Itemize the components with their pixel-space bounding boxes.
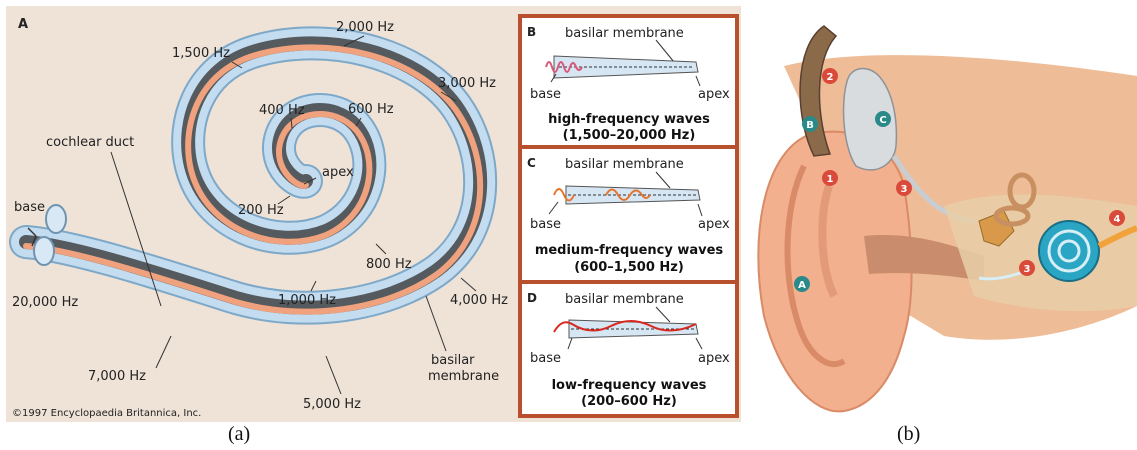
label-5000hz: 5,000 Hz <box>303 397 361 412</box>
label-1000hz: 1,000 Hz <box>278 293 336 308</box>
inset-b-title: high-frequency waves <box>548 112 710 127</box>
marker-c: C <box>879 115 886 126</box>
label-basilar-membrane-2: membrane <box>428 369 499 384</box>
caption-a: (a) <box>228 423 250 446</box>
ear-anatomy-illustration: 2 1 3 3 4 A B C <box>744 6 1137 422</box>
label-400hz: 400 Hz <box>259 103 305 118</box>
inset-b-letter: B <box>527 25 536 39</box>
inset-d-membrane-label: basilar membrane <box>565 292 684 307</box>
label-600hz: 600 Hz <box>348 102 394 117</box>
inset-d-letter: D <box>527 291 537 305</box>
caption-b: (b) <box>897 423 920 446</box>
marker-4: 4 <box>1114 214 1121 225</box>
inset-d-title: low-frequency waves <box>552 378 707 393</box>
inset-d-range: (200–600 Hz) <box>581 394 677 409</box>
inset-c: C basilar membrane base apex medium-freq… <box>522 149 735 280</box>
marker-2: 2 <box>827 72 834 83</box>
marker-1: 1 <box>827 174 834 185</box>
label-800hz: 800 Hz <box>366 257 412 272</box>
inset-b-base-label: base <box>530 87 561 102</box>
inset-c-membrane-label: basilar membrane <box>565 157 684 172</box>
panel-a-letter: A <box>18 17 28 32</box>
marker-a: A <box>798 280 806 291</box>
inset-b-apex-label: apex <box>698 87 730 102</box>
label-7000hz: 7,000 Hz <box>88 369 146 384</box>
inset-d-apex-label: apex <box>698 351 730 366</box>
copyright-notice: ©1997 Encyclopaedia Britannica, Inc. <box>12 408 201 419</box>
cochlea-diagram-panel: A 2,000 Hz 1,500 Hz 3,000 Hz 400 Hz 600 … <box>6 6 741 422</box>
inset-b: B basilar membrane base apex high-freque… <box>522 18 735 145</box>
inset-c-base-label: base <box>530 217 561 232</box>
inset-d: D basilar membrane base apex low-frequen… <box>522 284 735 414</box>
label-1500hz: 1,500 Hz <box>172 46 230 61</box>
label-20000hz: 20,000 Hz <box>12 295 78 310</box>
marker-3-upper: 3 <box>901 184 908 195</box>
inset-d-base-label: base <box>530 351 561 366</box>
marker-3-lower: 3 <box>1024 264 1031 275</box>
inset-c-apex-label: apex <box>698 217 730 232</box>
marker-b: B <box>806 120 814 131</box>
label-200hz: 200 Hz <box>238 203 284 218</box>
label-4000hz: 4,000 Hz <box>450 293 508 308</box>
label-3000hz: 3,000 Hz <box>438 76 496 91</box>
label-basilar-membrane-1: basilar <box>431 353 475 368</box>
inset-c-title: medium-frequency waves <box>535 243 724 258</box>
label-cochlear-duct: cochlear duct <box>46 135 134 150</box>
label-2000hz: 2,000 Hz <box>336 20 394 35</box>
inset-b-range: (1,500–20,000 Hz) <box>563 128 696 143</box>
label-base: base <box>14 200 45 215</box>
inset-c-letter: C <box>527 156 536 170</box>
inset-c-range: (600–1,500 Hz) <box>574 260 684 275</box>
label-apex: apex <box>322 165 354 180</box>
inset-b-membrane-label: basilar membrane <box>565 26 684 41</box>
